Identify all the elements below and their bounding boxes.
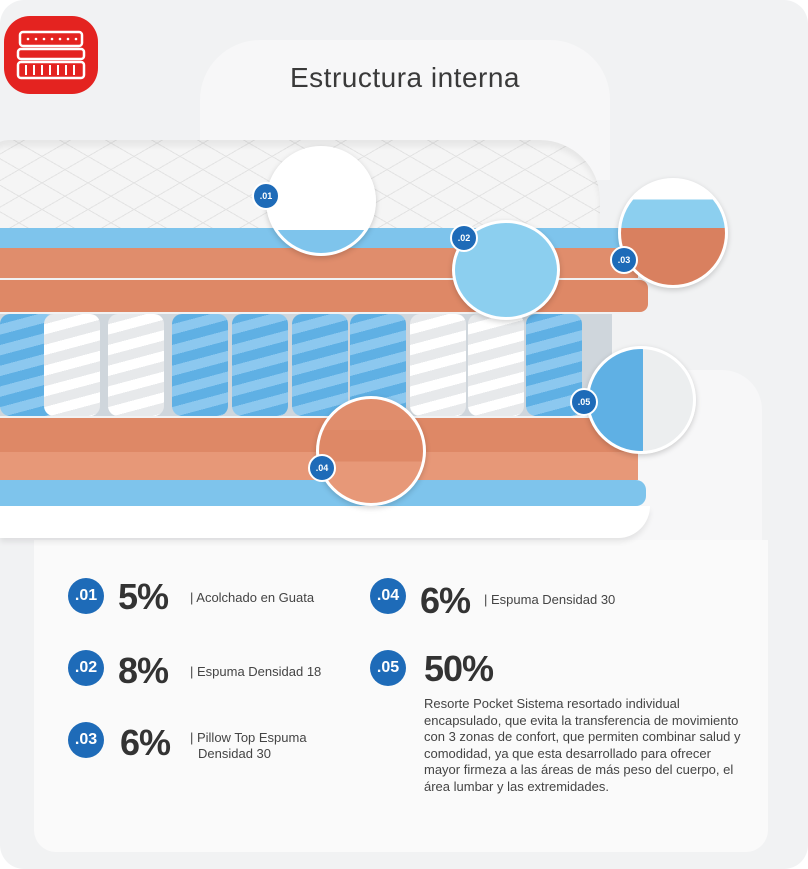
- page-title: Estructura interna: [290, 62, 520, 93]
- layer-03-badge: .03: [68, 722, 104, 758]
- mattress-base: [0, 506, 650, 538]
- layer-02-label: | Espuma Densidad 18: [190, 664, 322, 679]
- marker-03: .03: [610, 246, 638, 274]
- layer-01-label: | Acolchado en Guata: [190, 590, 315, 605]
- layer-04-badge: .04: [370, 578, 406, 614]
- zoom-circle-springs: [586, 346, 696, 454]
- layer-03-label-line1: | Pillow Top Espuma: [190, 730, 307, 745]
- layer-01-percent: 5%: [118, 576, 169, 617]
- layer-03-percent: 6%: [120, 722, 171, 763]
- layer-01-badge: .01: [68, 578, 104, 614]
- zoom-circle-pillow-top: [618, 178, 728, 288]
- layer-02-percent: 8%: [118, 650, 169, 691]
- layer-05-badge: .05: [370, 650, 406, 686]
- layer-02-badge: .02: [68, 650, 104, 686]
- layer-04-label: | Espuma Densidad 30: [484, 592, 616, 607]
- foam-layer-blue-bottom: [0, 480, 646, 506]
- layer-03-label-line2: Densidad 30: [198, 746, 271, 761]
- marker-04: .04: [308, 454, 336, 482]
- mattress-icon: [4, 16, 98, 94]
- layer-04-percent: 6%: [420, 580, 471, 621]
- layer-05-description: Resorte Pocket Sistema resortado individ…: [424, 696, 741, 794]
- zoom-circle-bottom-foam: [316, 396, 426, 506]
- zoom-circle-quilt: [266, 146, 376, 256]
- pocket-springs-layer: [0, 314, 612, 416]
- marker-01: .01: [252, 182, 280, 210]
- marker-02: .02: [450, 224, 478, 252]
- layer-05-percent: 50%: [424, 648, 494, 689]
- marker-05: .05: [570, 388, 598, 416]
